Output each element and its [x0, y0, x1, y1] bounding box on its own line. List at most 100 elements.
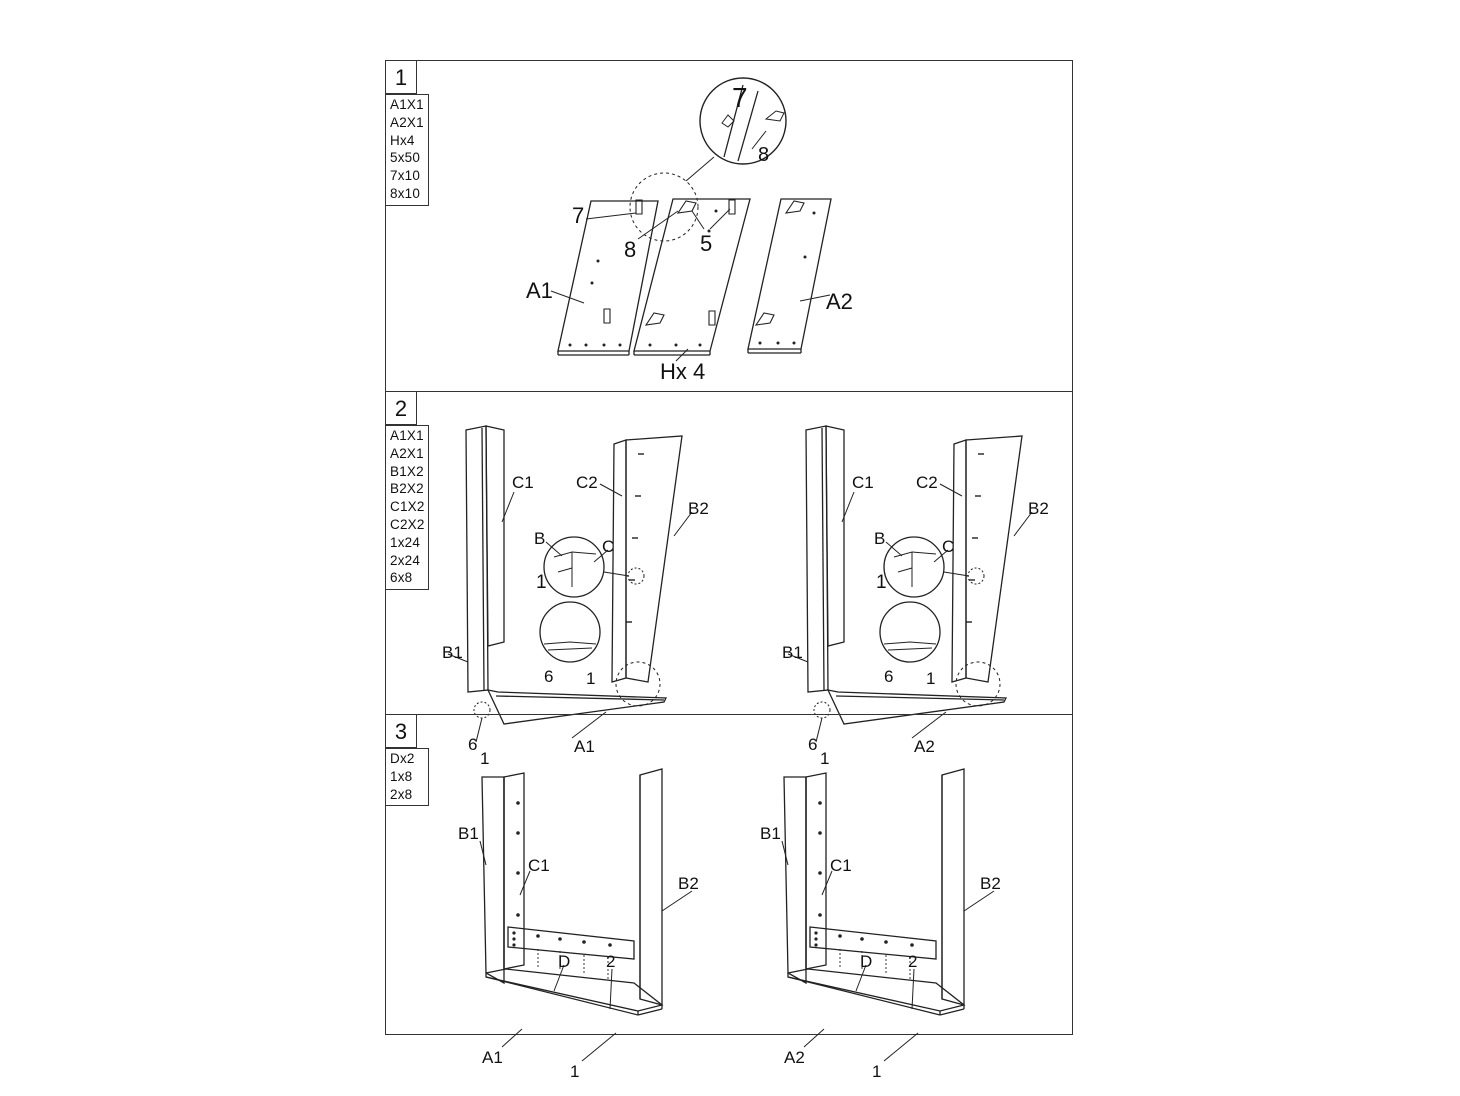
label-d: D — [860, 952, 872, 971]
dowel-7 — [729, 200, 735, 214]
step-number: 3 — [386, 715, 417, 748]
step-3-assembly-a2: B1 C1 B2 D 2 A2 1 — [760, 769, 1001, 1081]
label-c: C — [602, 537, 614, 556]
step-number: 1 — [386, 61, 417, 94]
panel-a2-base — [788, 969, 964, 1011]
label-6: 6 — [808, 735, 817, 754]
panel-a2-base — [828, 690, 1006, 724]
label-1: 1 — [820, 749, 829, 768]
panel-b1 — [482, 777, 504, 983]
label-c1: C1 — [528, 856, 550, 875]
label-a2: A2 — [784, 1048, 805, 1067]
label-b: B — [534, 529, 545, 548]
label-b2: B2 — [1028, 499, 1049, 518]
hinge-8 — [646, 313, 664, 325]
parts-list: A1X1 A2X1 Hx4 5x50 7x10 8x10 — [386, 94, 429, 206]
label-5: 5 — [700, 231, 712, 256]
label-a1: A1 — [574, 737, 595, 756]
label-h: Hx 4 — [660, 359, 705, 384]
panel-b1 — [806, 426, 828, 692]
label-c1: C1 — [512, 473, 534, 492]
label-a2: A2 — [914, 737, 935, 756]
step-1: 1 A1X1 A2X1 Hx4 5x50 7x10 8x10 — [386, 61, 1072, 391]
label-2: 2 — [908, 952, 917, 971]
part-entry: Dx2 — [390, 751, 415, 766]
step-2: 2 A1X1 A2X1 B1X2 B2X2 C1X2 C2X2 1x24 2x2… — [386, 391, 1072, 768]
label-1: 1 — [872, 1062, 881, 1081]
dowel-7 — [709, 311, 715, 325]
hinge-8 — [756, 313, 774, 325]
step-number: 2 — [386, 392, 417, 425]
part-entry: A2X1 — [390, 445, 424, 461]
callout-circle — [630, 173, 698, 241]
detail-circle — [544, 537, 604, 597]
part-entry: 5x50 — [390, 150, 421, 166]
label-1: 1 — [570, 1062, 579, 1081]
label-c1: C1 — [852, 473, 874, 492]
panel-b2 — [942, 769, 964, 1005]
step-3-drawing: B1 C1 B2 D 2 A1 1 — [458, 715, 1001, 1081]
label-b1: B1 — [760, 824, 781, 843]
part-entry: C1X2 — [390, 499, 425, 515]
label-c2: C2 — [916, 473, 938, 492]
part-entry: B2X2 — [390, 481, 424, 497]
panel-a1-base — [486, 969, 662, 1011]
label-7: 7 — [572, 203, 584, 228]
panel-b1 — [784, 777, 806, 983]
label-a1: A1 — [482, 1048, 503, 1067]
panel-c1 — [826, 426, 844, 646]
panel-d — [508, 927, 634, 959]
panel-d — [810, 927, 936, 959]
label-1: 1 — [586, 669, 595, 688]
panel-a1-base — [488, 690, 666, 724]
panel-a2 — [748, 199, 831, 349]
detail-circle — [880, 602, 940, 662]
detail-label: 7 — [732, 82, 748, 113]
label-b1: B1 — [782, 643, 803, 662]
part-entry: Hx4 — [390, 132, 415, 148]
parts-list: Dx2 1x8 2x8 — [386, 748, 429, 807]
label-b1: B1 — [442, 643, 463, 662]
panel-c1 — [486, 426, 504, 646]
part-entry: 6x8 — [390, 570, 413, 586]
step-1-drawing: 7 8 7 8 5 A1 A2 Hx 4 — [526, 61, 853, 384]
label-1: 1 — [536, 572, 547, 593]
panel-b1 — [466, 426, 488, 692]
label-6: 6 — [468, 735, 477, 754]
instruction-sheet: 1 A1X1 A2X1 Hx4 5x50 7x10 8x10 — [385, 60, 1073, 1081]
label-6: 6 — [884, 667, 893, 686]
detail-circle — [540, 602, 600, 662]
label-a1: A1 — [526, 278, 553, 303]
part-entry: 1x24 — [390, 534, 421, 550]
part-entry: B1X2 — [390, 463, 424, 479]
part-entry: 7x10 — [390, 168, 421, 184]
parts-list: A1X1 A2X1 B1X2 B2X2 C1X2 C2X2 1x24 2x24 … — [386, 425, 429, 591]
part-entry: C2X2 — [390, 516, 425, 532]
label-c: C — [942, 537, 954, 556]
detail-label: 8 — [758, 144, 769, 166]
panel-b2 — [626, 436, 682, 682]
part-entry: A1X1 — [390, 97, 424, 112]
label-b2: B2 — [688, 499, 709, 518]
label-b1: B1 — [458, 824, 479, 843]
part-entry: 2x8 — [390, 786, 413, 802]
part-entry: A1X1 — [390, 428, 424, 443]
label-1: 1 — [876, 572, 887, 593]
hinge-8 — [678, 201, 696, 213]
step-3-assembly-a1: B1 C1 B2 D 2 A1 1 — [458, 769, 699, 1081]
label-1: 1 — [926, 669, 935, 688]
label-6: 6 — [544, 667, 553, 686]
panel-c2 — [612, 440, 626, 682]
panel-h — [634, 199, 750, 351]
part-entry: 1x8 — [390, 768, 413, 784]
label-d: D — [558, 952, 570, 971]
part-entry: 8x10 — [390, 185, 421, 201]
label-8: 8 — [624, 237, 636, 262]
panel-b2 — [966, 436, 1022, 682]
label-a2: A2 — [826, 289, 853, 314]
detail-circle — [884, 537, 944, 597]
hinge-8 — [786, 201, 804, 213]
label-1: 1 — [480, 749, 489, 768]
label-b2: B2 — [678, 874, 699, 893]
label-2: 2 — [606, 952, 615, 971]
